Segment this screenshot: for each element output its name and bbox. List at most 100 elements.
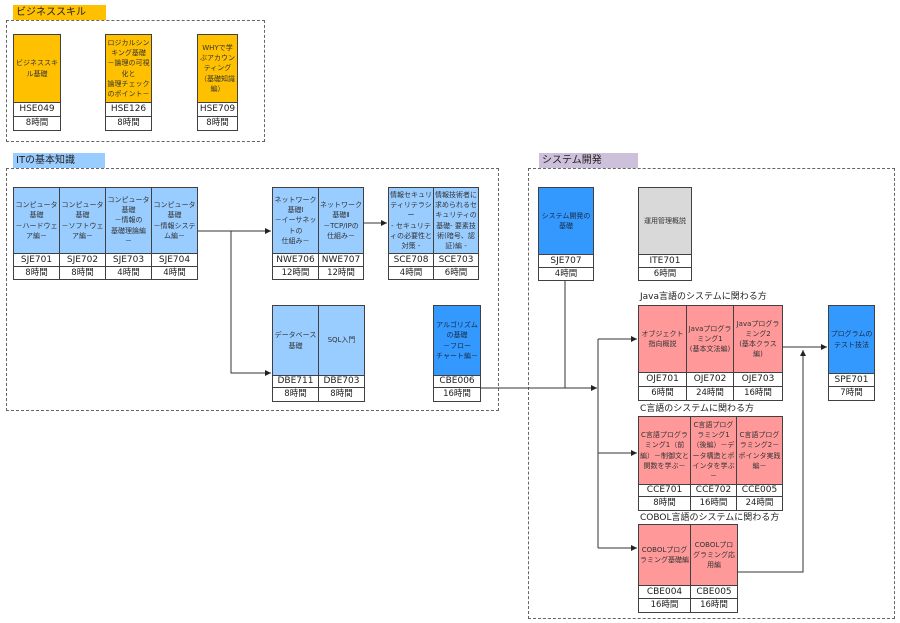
course-code: OJE701 <box>638 373 687 387</box>
course-hours: 6時間 <box>638 387 687 401</box>
course-code: SCE708 <box>388 254 434 267</box>
course-title: ネットワーク基礎Ⅱ －TCP/IPの 仕組み－ <box>318 187 364 254</box>
course-card: プログラムのテスト技法 SPE701 7時間 <box>828 305 875 401</box>
course-card: ネットワーク基礎Ⅰ －イーサネットの 仕組み－ NWE706 12時間 <box>272 187 319 280</box>
course-code: HSE126 <box>105 103 152 117</box>
course-hours: 6時間 <box>638 268 692 281</box>
course-card: C言語プログラミング2－ポインタ実践編－ CCE005 24時間 <box>736 416 783 511</box>
course-card: C言語プログラミング1（後編）－データ構造とポインタを学ぶ－ CCE702 16… <box>690 416 737 511</box>
course-card: SQL入門 DBE703 8時間 <box>318 305 365 402</box>
course-title: データベース基礎 <box>272 305 319 376</box>
course-title: システム開発の基礎 <box>538 187 594 255</box>
course-card: ネットワーク基礎Ⅱ －TCP/IPの 仕組み－ NWE707 12時間 <box>318 187 364 280</box>
course-code: DBE703 <box>318 376 365 388</box>
course-title: ロジカルシンキング基礎 －論理の可視化と 論理チェックのポイント－ <box>105 34 152 103</box>
course-title: WHYで学ぶアカウンティング （基礎知識編） <box>197 34 238 103</box>
course-title: 情報セキュリティリテラシー - セキュリティの必要性と対策 - <box>388 187 434 254</box>
course-title: プログラムのテスト技法 <box>828 305 875 374</box>
course-card: ビジネススキル基礎 HSE049 8時間 <box>13 34 61 131</box>
course-hours: 16時間 <box>690 497 737 511</box>
course-hours: 8時間 <box>59 267 106 280</box>
course-code: CCE005 <box>736 485 783 497</box>
course-title: Javaプログラミング2 (基本クラス編) <box>733 305 783 373</box>
c-group-label: C言語のシステムに関わる方 <box>640 404 755 414</box>
course-code: ITE701 <box>638 255 692 268</box>
course-hours: 8時間 <box>197 117 238 131</box>
course-code: SCE703 <box>433 254 479 267</box>
course-code: CCE702 <box>690 485 737 497</box>
course-hours: 12時間 <box>318 267 364 280</box>
course-title: COBOLプログラミング基礎編 <box>638 524 691 586</box>
course-hours: 16時間 <box>638 599 691 613</box>
course-title: コンピュータ基礎 －情報システム編－ <box>151 187 198 254</box>
course-card: アルゴリズムの基礎 －フロー チャート編－ CBE006 16時間 <box>433 305 481 402</box>
course-title: 情報技術者に求められるセキュリティの基礎- 要素技術(暗号、認証)編 - <box>433 187 479 254</box>
course-hours: 24時間 <box>686 387 734 401</box>
course-title: C言語プログラミング1（前編）－制御文と関数を学ぶ－ <box>638 416 691 485</box>
course-title: ネットワーク基礎Ⅰ －イーサネットの 仕組み－ <box>272 187 319 254</box>
course-card: コンピュータ基礎 －情報の 基礎理論編 － SJE703 4時間 <box>105 187 152 280</box>
course-hours: 4時間 <box>105 267 152 280</box>
course-title: コンピュータ基礎 －ソフトウェア編－ <box>59 187 106 254</box>
course-title: SQL入門 <box>318 305 365 376</box>
course-title: コンピュータ基礎 －情報の 基礎理論編 － <box>105 187 152 254</box>
it-section-frame <box>6 168 499 411</box>
course-title: Javaプログラミング1 (基本文法編) <box>686 305 734 373</box>
course-card: 情報技術者に求められるセキュリティの基礎- 要素技術(暗号、認証)編 - SCE… <box>433 187 479 280</box>
course-card: COBOLプログラミング応用編 CBE005 16時間 <box>690 524 738 613</box>
course-hours: 12時間 <box>272 267 319 280</box>
course-card: コンピュータ基礎 －情報システム編－ SJE704 4時間 <box>151 187 198 280</box>
course-card: Javaプログラミング1 (基本文法編) OJE702 24時間 <box>686 305 734 401</box>
course-hours: 6時間 <box>433 267 479 280</box>
course-hours: 8時間 <box>13 117 61 131</box>
cobol-group-label: COBOL言語のシステムに関わる方 <box>640 513 780 523</box>
course-hours: 4時間 <box>388 267 434 280</box>
course-code: CBE004 <box>638 586 691 599</box>
it-section-label: ITの基本知識 <box>13 153 105 168</box>
course-card: ロジカルシンキング基礎 －論理の可視化と 論理チェックのポイント－ HSE126… <box>105 34 152 131</box>
course-code: SPE701 <box>828 374 875 387</box>
course-card: オブジェクト指向概説 OJE701 6時間 <box>638 305 687 401</box>
course-hours: 4時間 <box>538 268 594 281</box>
course-card: コンピュータ基礎 －ソフトウェア編－ SJE702 8時間 <box>59 187 106 280</box>
course-code: CCE701 <box>638 485 691 497</box>
course-card: C言語プログラミング1（前編）－制御文と関数を学ぶ－ CCE701 8時間 <box>638 416 691 511</box>
course-hours: 8時間 <box>318 388 365 402</box>
course-title: C言語プログラミング2－ポインタ実践編－ <box>736 416 783 485</box>
sysdev-section-frame <box>528 168 895 619</box>
course-code: DBE711 <box>272 376 319 388</box>
course-code: SJE703 <box>105 254 152 267</box>
sysdev-section-label: システム開発 <box>539 153 638 168</box>
course-code: SJE704 <box>151 254 198 267</box>
course-card: データベース基礎 DBE711 8時間 <box>272 305 319 402</box>
course-title: アルゴリズムの基礎 －フロー チャート編－ <box>433 305 481 376</box>
business-section-frame <box>6 20 265 142</box>
course-hours: 16時間 <box>690 599 738 613</box>
course-code: CBE005 <box>690 586 738 599</box>
course-title: ビジネススキル基礎 <box>13 34 61 103</box>
course-code: HSE049 <box>13 103 61 117</box>
course-code: OJE702 <box>686 373 734 387</box>
course-hours: 8時間 <box>272 388 319 402</box>
course-title: COBOLプログラミング応用編 <box>690 524 738 586</box>
course-hours: 7時間 <box>828 387 875 401</box>
course-hours: 8時間 <box>13 267 60 280</box>
course-code: OJE703 <box>733 373 783 387</box>
course-card: 情報セキュリティリテラシー - セキュリティの必要性と対策 - SCE708 4… <box>388 187 434 280</box>
course-card: コンピュータ基礎 －ハードウェア編－ SJE701 8時間 <box>13 187 60 280</box>
course-code: NWE707 <box>318 254 364 267</box>
course-hours: 8時間 <box>105 117 152 131</box>
course-code: HSE709 <box>197 103 238 117</box>
course-code: CBE006 <box>433 376 481 388</box>
course-title: オブジェクト指向概説 <box>638 305 687 373</box>
course-hours: 16時間 <box>433 388 481 402</box>
course-hours: 24時間 <box>736 497 783 511</box>
course-card: COBOLプログラミング基礎編 CBE004 16時間 <box>638 524 691 613</box>
course-code: SJE701 <box>13 254 60 267</box>
course-code: NWE706 <box>272 254 319 267</box>
course-card: Javaプログラミング2 (基本クラス編) OJE703 16時間 <box>733 305 783 401</box>
course-title: 運用管理概説 <box>638 187 692 255</box>
course-hours: 8時間 <box>638 497 691 511</box>
course-code: SJE702 <box>59 254 106 267</box>
java-group-label: Java言語のシステムに関わる方 <box>640 292 767 302</box>
